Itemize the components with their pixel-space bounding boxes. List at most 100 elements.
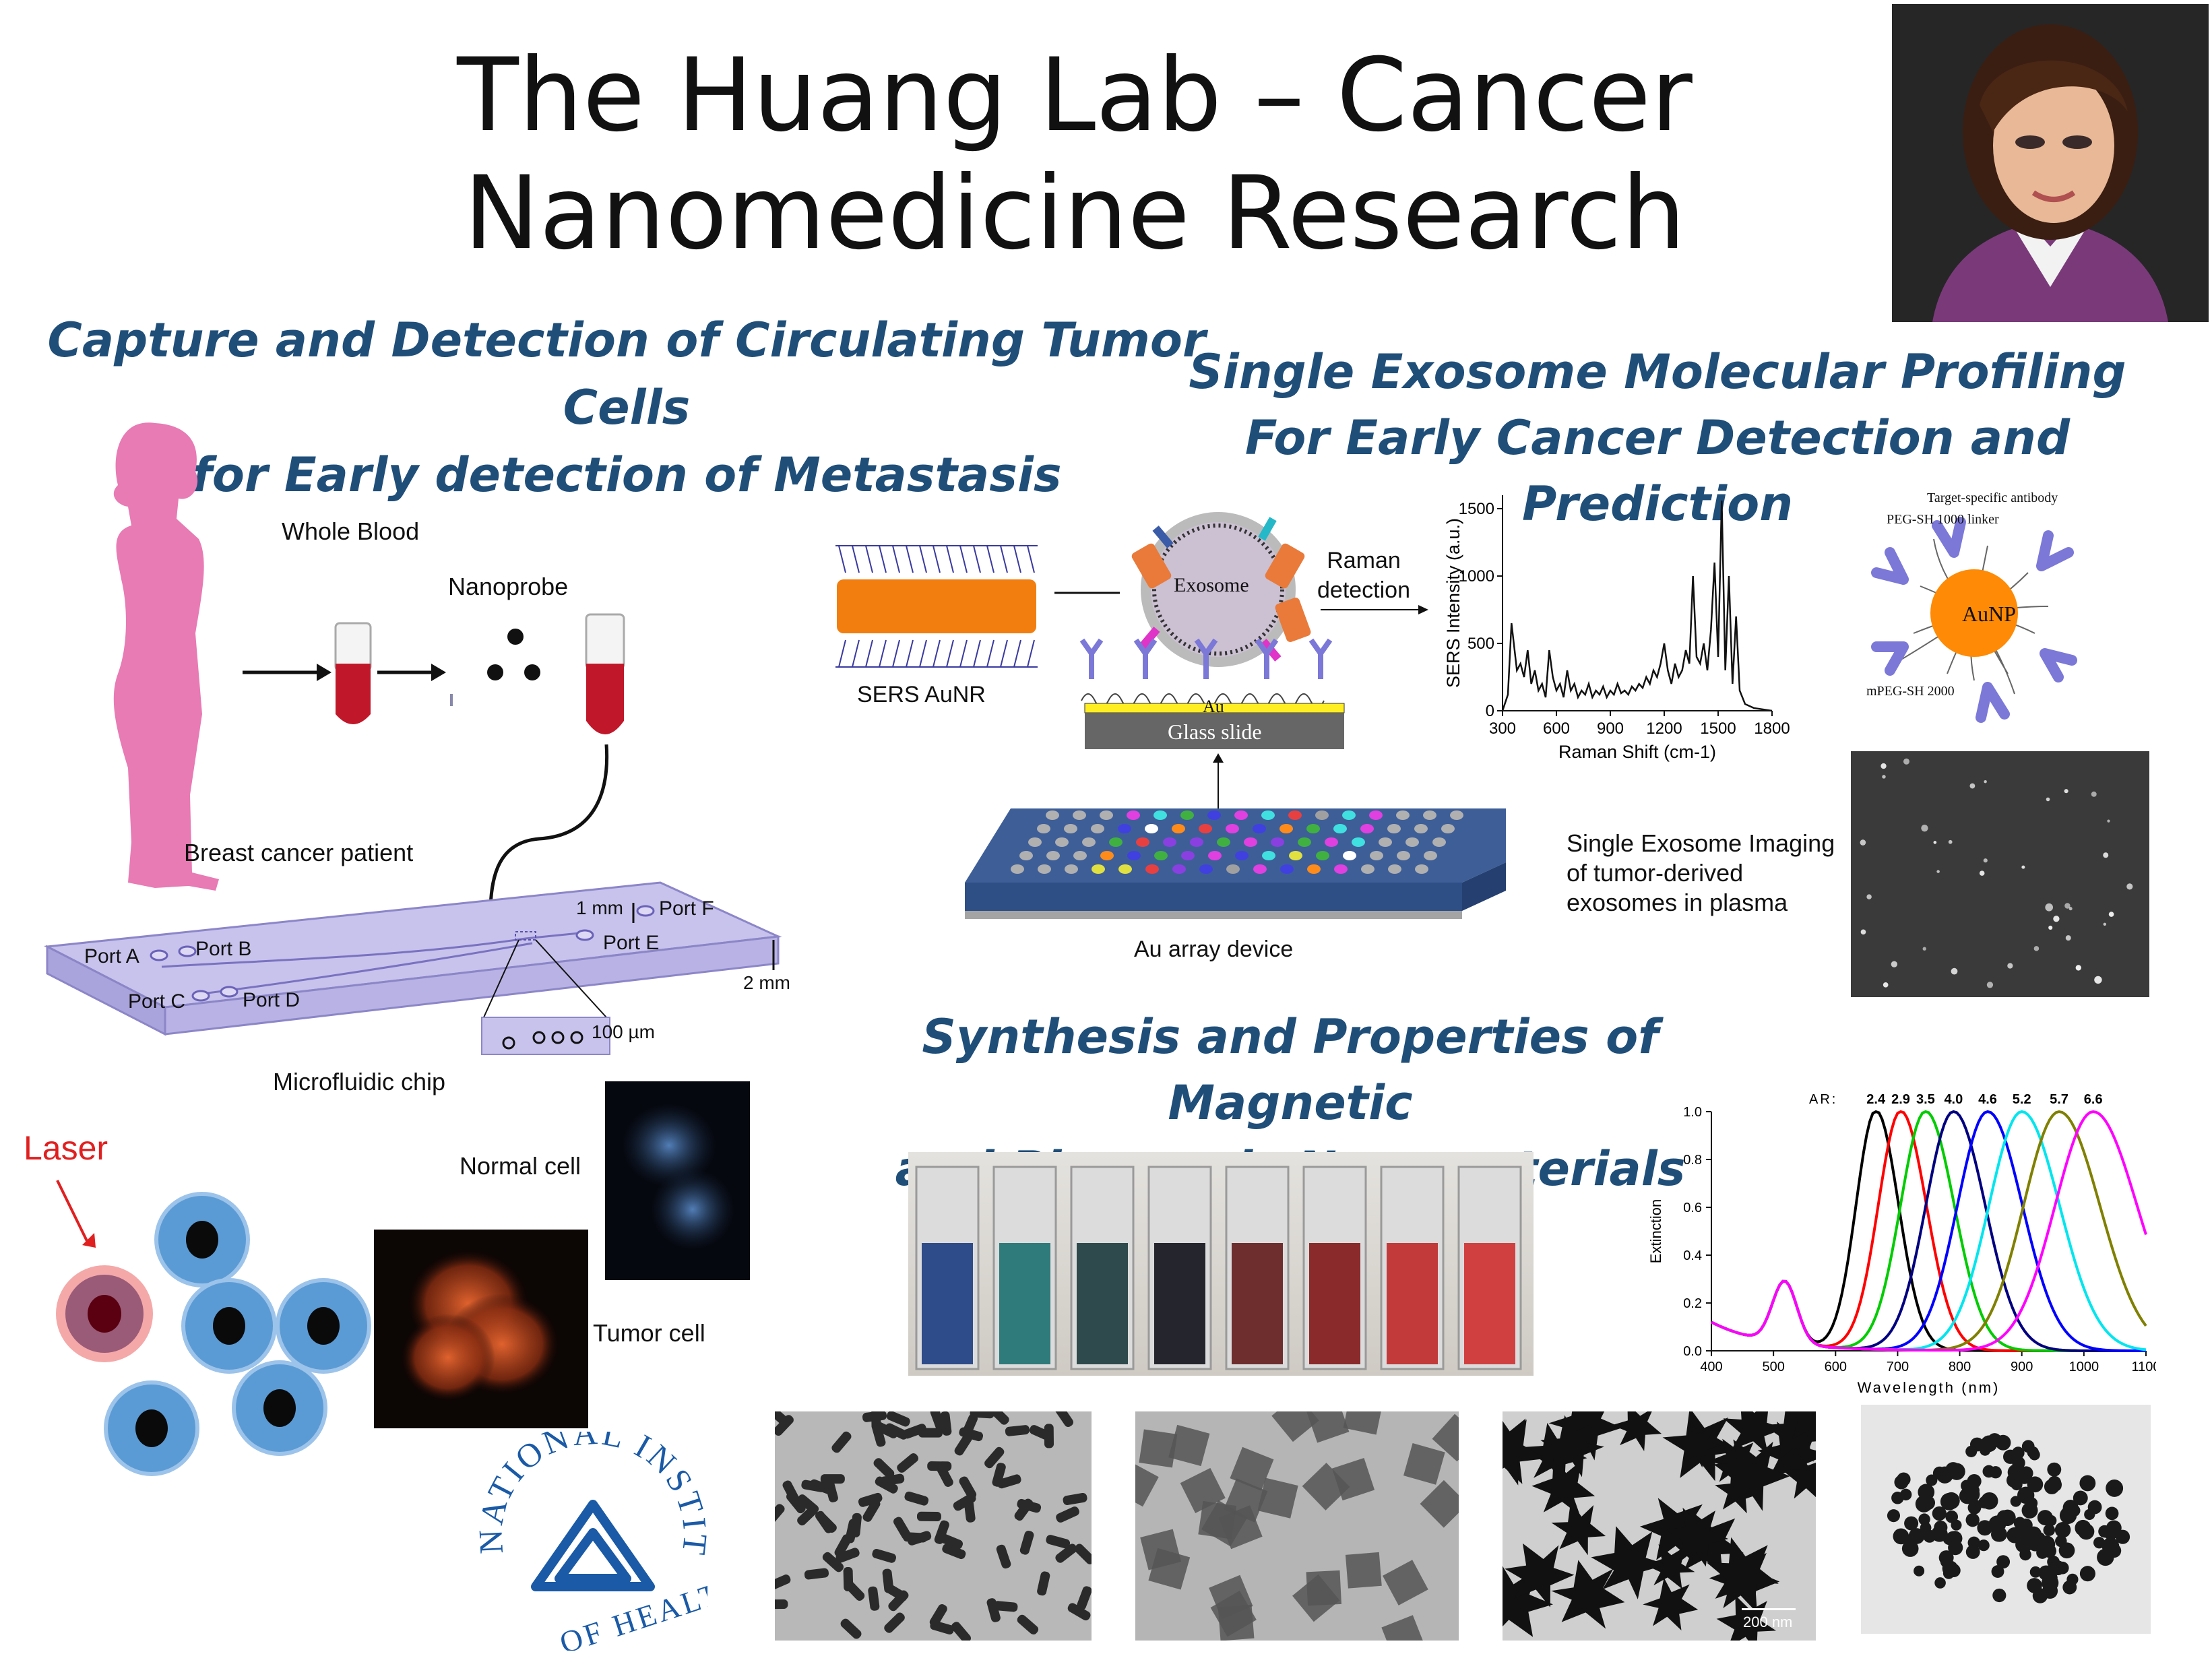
nanostar: [1709, 1438, 1761, 1486]
nanoparticle: [2043, 1524, 2056, 1536]
ctc-heading: Capture and Detection of Circulating Tum…: [40, 307, 1213, 509]
nanoparticle: [1936, 1466, 1954, 1484]
nanoparticle: [2105, 1506, 2119, 1521]
nanostar: [1591, 1526, 1668, 1599]
nanorod: [797, 1505, 818, 1526]
nanorod: [918, 1428, 943, 1438]
nanorod: [873, 1458, 895, 1479]
dim-2mm-label: 2 mm: [743, 972, 790, 993]
nanoparticle: [1965, 1445, 1978, 1457]
nanocube: [1271, 1411, 1319, 1442]
array-spot: [1092, 864, 1105, 874]
nanorod: [775, 1575, 791, 1591]
exosome-spot: [1921, 825, 1928, 832]
nanorod: [775, 1504, 785, 1525]
nanorod: [1074, 1544, 1092, 1564]
nanoparticle: [1934, 1521, 1948, 1535]
nanoparticle: [1978, 1539, 1990, 1552]
nanorod: [1054, 1411, 1073, 1428]
array-spot: [1316, 851, 1329, 860]
raman-x-tick-label: 1200: [1646, 720, 1682, 738]
array-spot: [1424, 851, 1437, 860]
array-spot: [1361, 864, 1374, 874]
array-spot: [1414, 824, 1428, 833]
tumor-cell-label: Tumor cell: [593, 1319, 705, 1347]
nanoparticle: [1887, 1509, 1900, 1523]
ext-series-label: 3.5: [1916, 1092, 1935, 1107]
exosome-spot: [2103, 922, 2107, 926]
nanorod: [959, 1476, 977, 1500]
array-spot: [1127, 810, 1140, 820]
ext-series-label: 4.6: [1978, 1092, 1997, 1107]
nanocube: [1201, 1500, 1248, 1547]
nanoparticle: [1923, 1529, 1936, 1543]
nanoparticle: [2027, 1476, 2044, 1493]
target-antibody-label: Target-specific antibody: [1927, 490, 2058, 505]
ext-series-line: [1711, 1110, 2147, 1352]
nanoparticle: [2097, 1548, 2114, 1566]
nanoparticle: [2044, 1479, 2060, 1494]
nanostar: [1540, 1415, 1604, 1477]
nanorod: [850, 1513, 862, 1537]
nanoparticle: [1965, 1513, 1980, 1527]
exosome-spot: [1984, 780, 1987, 784]
nanorod: [1077, 1586, 1092, 1610]
ext-series-label: 2.4: [1866, 1092, 1886, 1107]
nanoparticle: [2079, 1566, 2095, 1582]
au-layer-label: Au: [1203, 697, 1224, 716]
dim-1mm-label: 1 mm: [576, 897, 623, 918]
nanoparticle: [2029, 1566, 2042, 1578]
nanostar: [1503, 1418, 1543, 1486]
nanorod: [1037, 1571, 1050, 1596]
nanorod: [868, 1586, 880, 1611]
exosome-spot: [1883, 982, 1889, 988]
array-spot: [1279, 824, 1293, 833]
cuvette-liquid: [1387, 1243, 1438, 1364]
array-spot: [1369, 810, 1383, 820]
array-spot: [1046, 851, 1060, 860]
port-f-label: Port F: [659, 897, 714, 920]
nanostar: [1716, 1595, 1776, 1641]
nanorod: [809, 1479, 833, 1494]
scale-bar-label: 200 nm: [1743, 1614, 1793, 1630]
nanoparticle: [1920, 1495, 1936, 1510]
raman-x-axis-label: Raman Shift (cm-1): [1558, 742, 1716, 762]
nanorod: [992, 1463, 1006, 1487]
peg-linker-label: PEG-SH 1000 linker: [1887, 512, 1999, 527]
nanoparticle: [1947, 1564, 1961, 1578]
nanoparticle: [2098, 1525, 2111, 1538]
nanorod: [815, 1510, 834, 1533]
array-spot: [1127, 851, 1141, 860]
array-spot: [1091, 824, 1104, 833]
raman-series-line: [1501, 500, 1773, 712]
array-spot: [1432, 837, 1446, 847]
array-spot: [1396, 810, 1410, 820]
raman-x-tick-label: 300: [1489, 720, 1516, 738]
nanostar: [1503, 1566, 1553, 1637]
nanoparticle: [1951, 1519, 1962, 1531]
ext-series-label: 4.0: [1944, 1092, 1963, 1107]
nanorod: [862, 1499, 881, 1522]
cuvette-liquid: [1464, 1243, 1515, 1364]
nanocube: [1432, 1413, 1459, 1462]
nanostar: [1785, 1411, 1816, 1439]
nanoparticle: [1977, 1520, 1993, 1536]
nanoparticle: [1988, 1515, 2006, 1533]
laser-label: Laser: [24, 1129, 108, 1167]
array-spot: [1190, 837, 1203, 847]
array-spot: [1415, 864, 1428, 874]
ext-legend-label: AR:: [1809, 1092, 1837, 1107]
array-spot: [1064, 824, 1077, 833]
nanocube: [1302, 1463, 1350, 1510]
exosome-spot: [1951, 967, 1958, 975]
nanorod: [1067, 1603, 1091, 1621]
nanocube: [1135, 1461, 1159, 1507]
nanoparticle: [2015, 1519, 2032, 1536]
array-spot: [1343, 851, 1356, 860]
nanoparticle: [2011, 1446, 2025, 1459]
nanocube: [1168, 1424, 1210, 1467]
mpeg-label: mPEG-SH 2000: [1866, 684, 1955, 699]
array-spot: [1315, 810, 1329, 820]
nanorod: [970, 1411, 994, 1419]
raman-label: Raman detection: [1317, 546, 1410, 605]
